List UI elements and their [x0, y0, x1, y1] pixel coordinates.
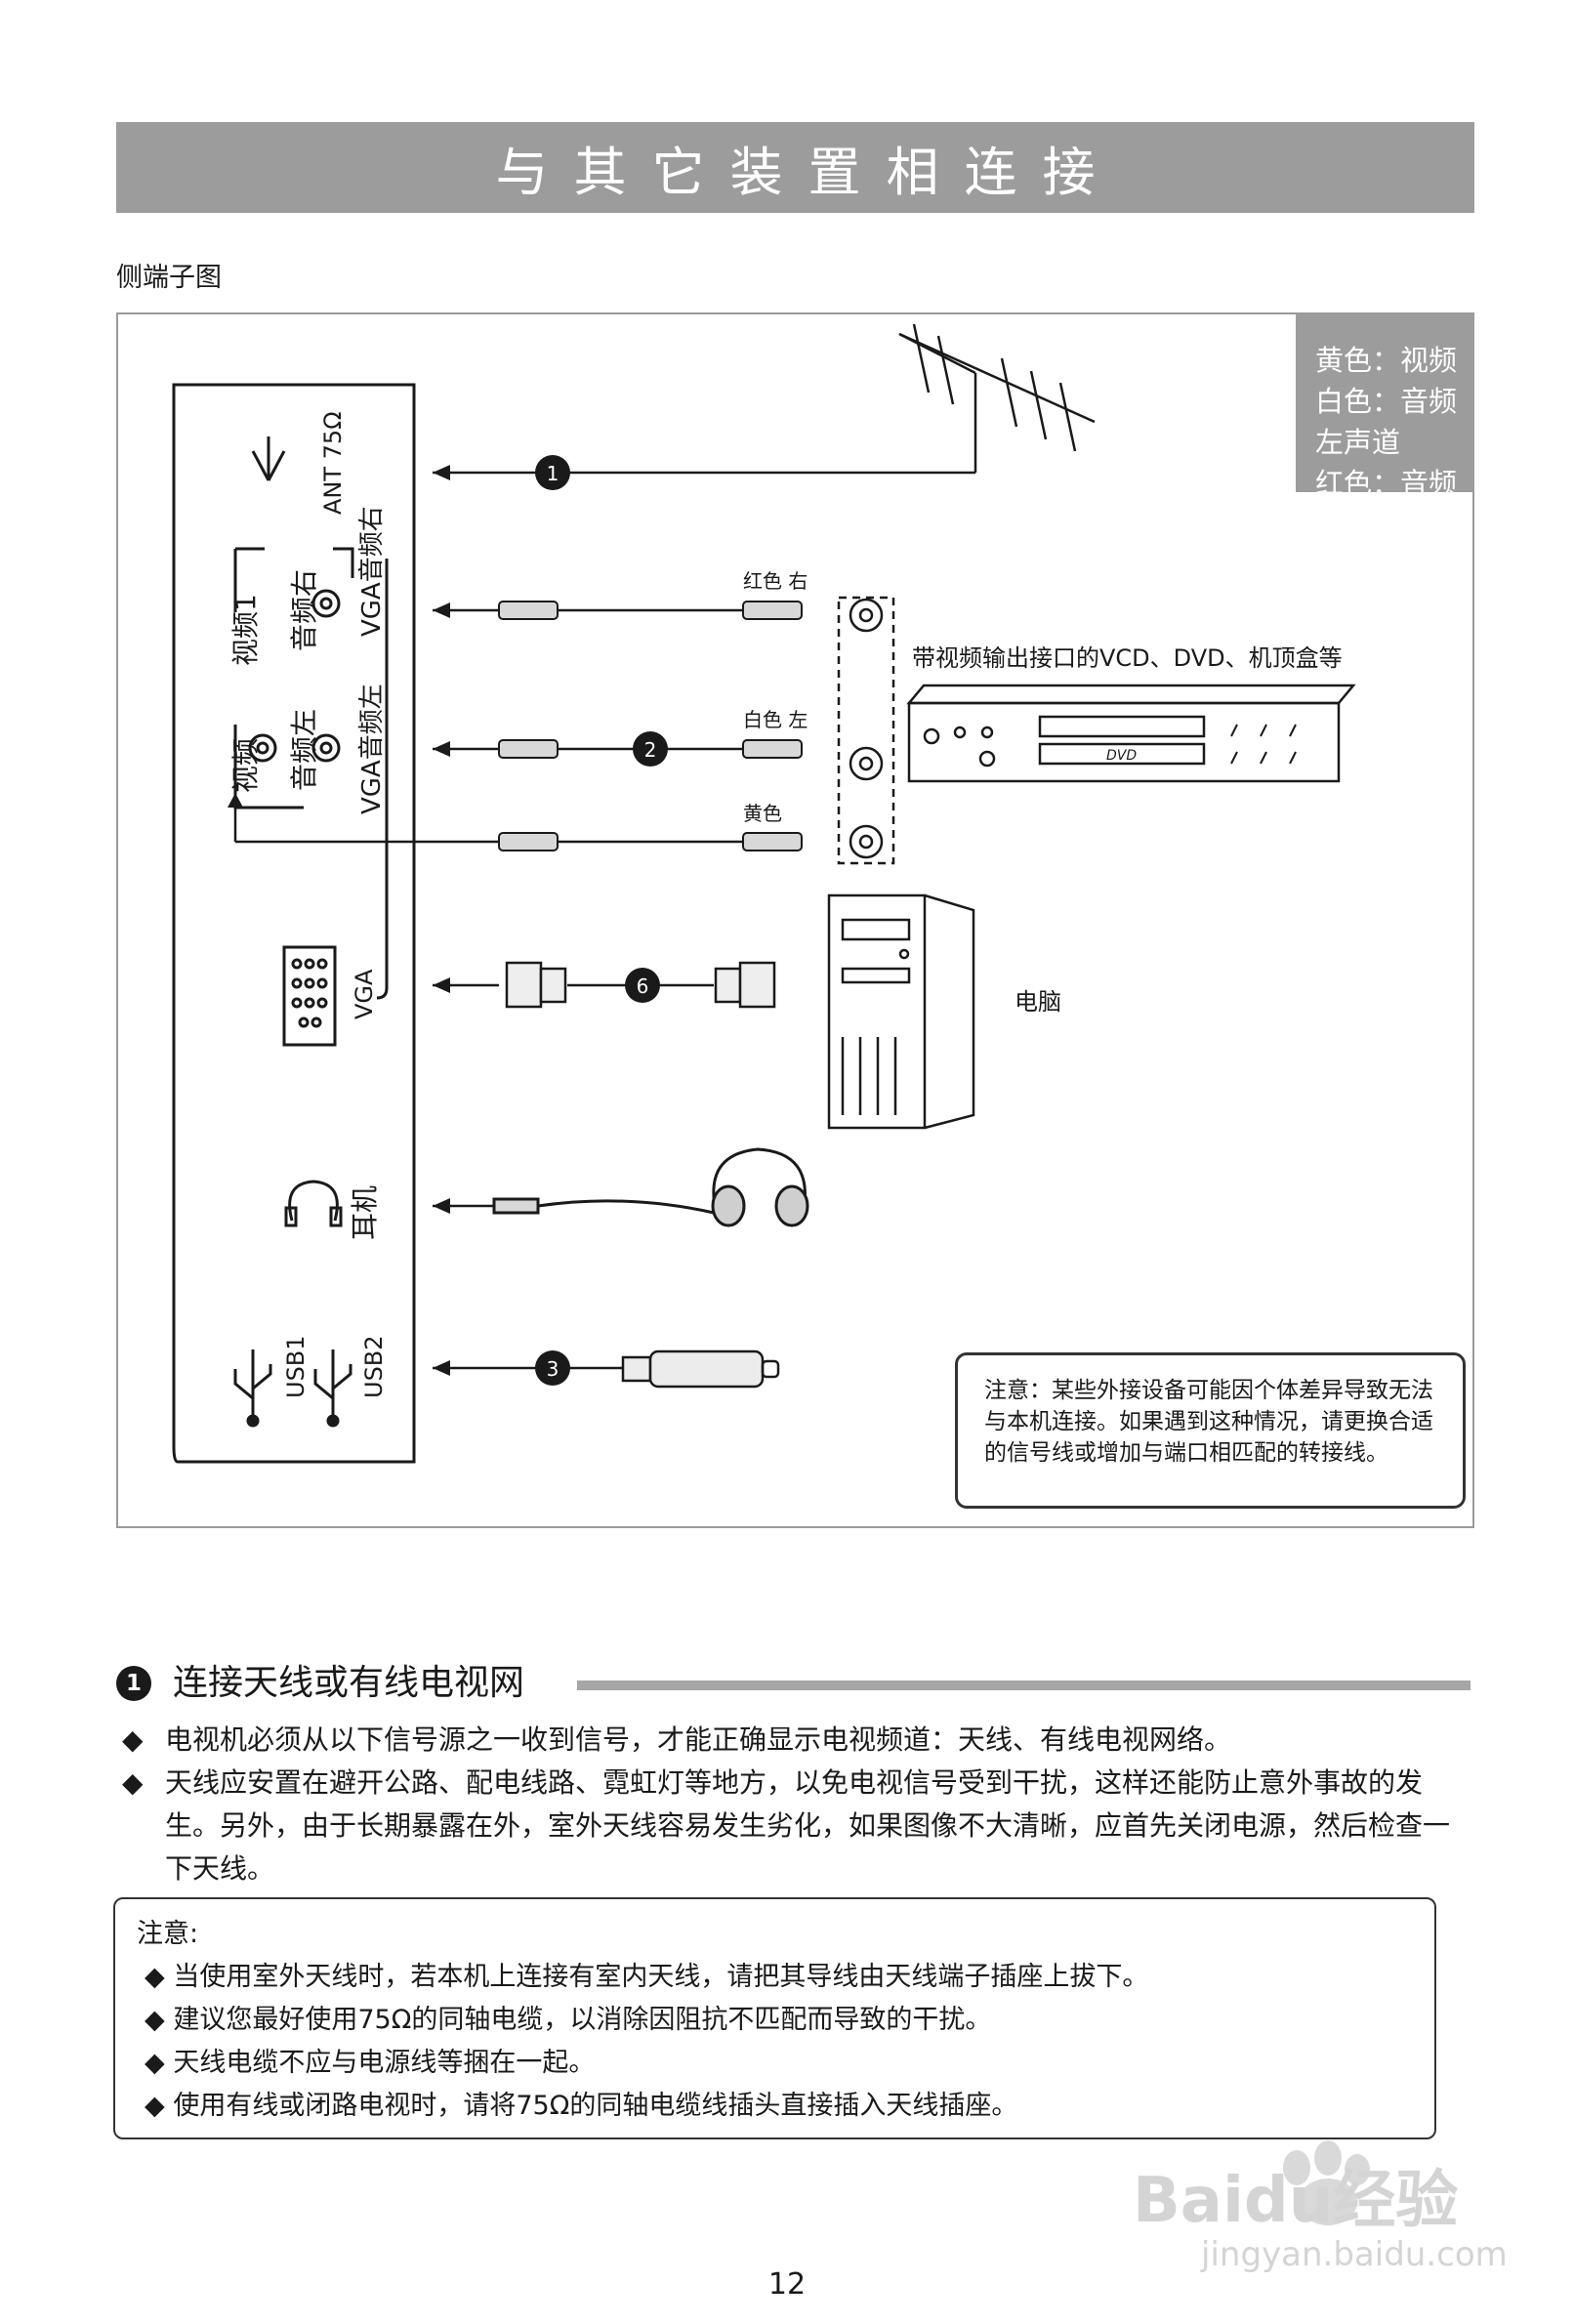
usb2-label: USB2 [360, 1335, 388, 1398]
figure-caption: 侧端子图 [116, 263, 222, 293]
usb1-label: USB1 [282, 1335, 310, 1398]
warning-heading: 注意: [137, 1919, 199, 1949]
warning-item: ◆ 天线电缆不应与电源线等捆在一起。 [137, 2042, 1434, 2085]
connection-diagram: ANT 75Ω 视频1 音频右 VGA音频右 视频 音频左 VGA音频左 [116, 312, 1474, 1528]
warning-text: 使用有线或闭路电视时，请将75Ω的同轴电缆线插头直接插入天线插座。 [173, 2091, 1018, 2121]
watermark-url: jingyan.baidu.com [1200, 2235, 1508, 2274]
dvd-output-jacks [837, 596, 895, 865]
legend-red: 红色：音频右声道 [1315, 467, 1458, 541]
section-title: 连接天线或有线电视网 [173, 1663, 525, 1703]
connection-lines [235, 373, 977, 1370]
section-bullets: ◆ 电视机必须从以下信号源之一收到信号，才能正确显示电视频道：天线、有线电视网络… [116, 1719, 1474, 1890]
bullet-text: 电视机必须从以下信号源之一收到信号，才能正确显示电视频道：天线、有线电视网络。 [165, 1723, 1232, 1756]
warning-item: ◆ 当使用室外天线时，若本机上连接有室内天线，请把其导线由天线端子插座上拔下。 [137, 1956, 1434, 1999]
diagram-drawing: ANT 75Ω 视频1 音频右 VGA音频右 视频 音频左 VGA音频左 [172, 323, 1356, 1464]
section-number-badge: 1 [116, 1666, 151, 1701]
watermark-brand: Baidu经验 [1133, 2165, 1458, 2237]
diamond-bullet-icon: ◆ [122, 1723, 144, 1756]
video-label: 视频 [229, 738, 262, 793]
callout-markers: 1 2 6 3 [535, 455, 668, 1386]
callout-2: 2 [644, 738, 657, 762]
diamond-bullet-icon: ◆ [122, 1766, 144, 1799]
bullet-item: ◆ 天线应安置在避开公路、配电线路、霓虹灯等地方，以免电视信号受到干扰，这样还能… [116, 1762, 1474, 1890]
pc-device-label: 电脑 [1015, 988, 1061, 1016]
cable-label-red-right: 红色 右 [743, 569, 808, 593]
usb-stick-drawing [621, 1349, 780, 1389]
vga-audio-r-label: VGA音频右 [357, 506, 387, 637]
baidu-watermark: Baidu经验 jingyan.baidu.com [1133, 2140, 1508, 2274]
callout-6: 6 [637, 975, 649, 998]
warning-item: ◆ 使用有线或闭路电视时，请将75Ω的同轴电缆线插头直接插入天线插座。 [137, 2085, 1434, 2128]
cable-label-yellow: 黄色 [743, 802, 782, 825]
diamond-bullet-icon: ◆ [145, 2048, 165, 2078]
cable-label-white-left: 白色 左 [743, 708, 808, 731]
diamond-bullet-icon: ◆ [145, 2005, 165, 2035]
bullet-text: 天线应安置在避开公路、配电线路、霓虹灯等地方，以免电视信号受到干扰，这样还能防止… [165, 1766, 1451, 1885]
video1-label: 视频1 [229, 594, 262, 666]
color-legend: 黄色：视频 白色：音频左声道 红色：音频右声道 [1296, 314, 1474, 541]
paw-icon [1283, 2140, 1370, 2225]
connection-arrowheads [433, 465, 450, 1376]
usb-port-icons [233, 1349, 352, 1428]
vga-label: VGA [351, 969, 378, 1019]
diamond-bullet-icon: ◆ [145, 2091, 165, 2121]
dvd-device-label: 带视频输出接口的VCD、DVD、机顶盒等 [912, 644, 1343, 672]
tv-side-panel [172, 383, 416, 1464]
ant-port-icon [251, 436, 286, 481]
dvd-player-drawing [906, 684, 1356, 783]
warning-box: 注意: ◆ 当使用室外天线时，若本机上连接有室内天线，请把其导线由天线端子插座上… [113, 1897, 1436, 2139]
warning-text: 建议您最好使用75Ω的同轴电缆，以消除因阻抗不匹配而导致的干扰。 [173, 2005, 992, 2035]
warning-item: ◆ 建议您最好使用75Ω的同轴电缆，以消除因阻抗不匹配而导致的干扰。 [137, 1999, 1434, 2042]
vga-port-icon [282, 945, 337, 1047]
ant-label: ANT 75Ω [319, 411, 347, 515]
earphone-label: 耳机 [349, 1185, 381, 1240]
compatibility-note: 注意：某些外接设备可能因个体差异导致无法与本机连接。如果遇到这种情况，请更换合适… [955, 1352, 1466, 1509]
audio-l-label: 音频左 [288, 709, 320, 791]
legend-yellow: 黄色：视频 [1315, 344, 1458, 377]
rca-plugs [498, 601, 803, 851]
vga-audio-l-label: VGA音频左 [357, 684, 387, 814]
bullet-item: ◆ 电视机必须从以下信号源之一收到信号，才能正确显示电视频道：天线、有线电视网络… [116, 1719, 1474, 1762]
dvd-logo: DVD [1106, 748, 1137, 764]
page-number: 12 [767, 2267, 807, 2302]
earphone-port-icon [284, 1180, 343, 1227]
vga-cable [505, 961, 776, 1009]
page-title: 与其它装置相连接 [495, 142, 1121, 203]
warning-text: 天线电缆不应与电源线等捆在一起。 [173, 2048, 596, 2078]
section-header: 1 连接天线或有线电视网 [116, 1660, 1474, 1709]
audio-r-label: 音频右 [288, 569, 320, 651]
dvd-buttons [1230, 724, 1297, 765]
legend-white: 白色：音频左声道 [1315, 385, 1458, 459]
outdoor-antenna-drawing [898, 323, 1096, 452]
callout-3: 3 [547, 1357, 559, 1381]
section-divider [577, 1681, 1470, 1690]
headphones-drawing [492, 1147, 809, 1227]
video-arrow [228, 793, 243, 808]
warning-text: 当使用室外天线时，若本机上连接有室内天线，请把其导线由天线端子插座上拔下。 [173, 1962, 1149, 1992]
callout-1: 1 [547, 462, 559, 485]
diamond-bullet-icon: ◆ [145, 1962, 165, 1992]
pc-tower-drawing [827, 893, 975, 1130]
page-title-bar: 与其它装置相连接 [116, 122, 1474, 213]
